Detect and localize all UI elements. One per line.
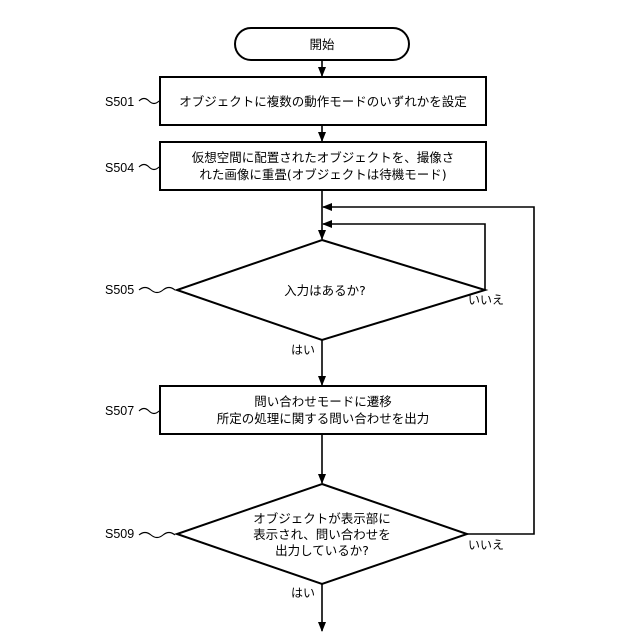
start-label: 開始 [309, 37, 335, 52]
step-id-s507: S507 [105, 404, 134, 418]
leader-s504 [139, 165, 159, 170]
step-id-s505: S505 [105, 283, 134, 297]
step-id-s509: S509 [105, 527, 134, 541]
leader-s507 [139, 409, 159, 414]
s509-text-line1: オブジェクトが表示部に [253, 511, 391, 526]
leader-s509 [139, 533, 175, 538]
s509-text-line2: 表示され、問い合わせを [253, 527, 391, 542]
s505-yes-label: はい [291, 343, 315, 357]
leader-s501 [139, 99, 159, 104]
s509-yes-label: はい [291, 586, 315, 600]
s507-text-line2: 所定の処理に関する問い合わせを出力 [217, 411, 430, 426]
s505-no-label: いいえ [468, 293, 504, 307]
leader-s505 [139, 288, 175, 293]
step-id-s504: S504 [105, 161, 134, 175]
step-id-s501: S501 [105, 95, 134, 109]
s505-text: 入力はあるか? [284, 283, 366, 298]
s509-no-label: いいえ [468, 538, 504, 552]
s504-text-line1: 仮想空間に配置されたオブジェクトを、撮像さ [192, 150, 455, 165]
s507-text-line1: 問い合わせモードに遷移 [254, 394, 392, 409]
s504-text-line2: れた画像に重畳(オブジェクトは待機モード) [199, 167, 446, 182]
s509-text-line3: 出力しているか? [275, 543, 369, 558]
s501-text: オブジェクトに複数の動作モードのいずれかを設定 [179, 94, 467, 109]
